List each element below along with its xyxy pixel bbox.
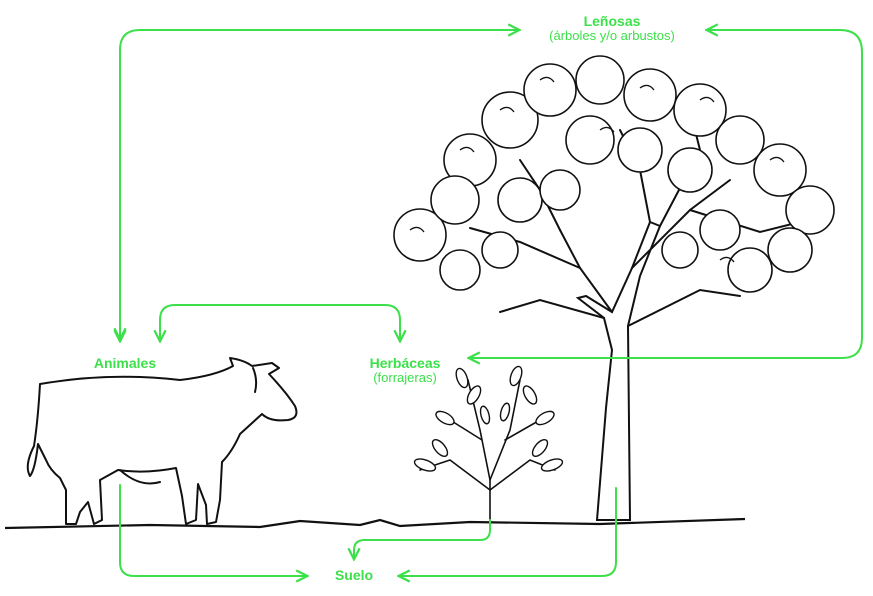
- arrow-herbaceas-to-animales: [160, 305, 400, 340]
- tree-illustration: [394, 56, 834, 520]
- herbaceas-title: Herbáceas: [345, 356, 465, 371]
- tree-trunk: [578, 222, 660, 520]
- label-suelo: Suelo: [316, 568, 392, 583]
- lenosas-subtitle: (árboles y/o arbustos): [512, 29, 712, 43]
- lenosas-title: Leñosas: [512, 14, 712, 29]
- ground-line: [5, 519, 745, 528]
- shrub-illustration: [413, 365, 564, 522]
- arrow-animales-to-suelo: [120, 485, 306, 576]
- label-lenosas: Leñosas (árboles y/o arbustos): [512, 14, 712, 44]
- herbaceas-subtitle: (forrajeras): [345, 371, 465, 385]
- cow-illustration: [28, 358, 297, 524]
- arrow-tree-to-suelo: [400, 488, 616, 576]
- tree-canopy: [394, 56, 834, 292]
- label-animales: Animales: [70, 356, 180, 371]
- label-herbaceas: Herbáceas (forrajeras): [345, 356, 465, 386]
